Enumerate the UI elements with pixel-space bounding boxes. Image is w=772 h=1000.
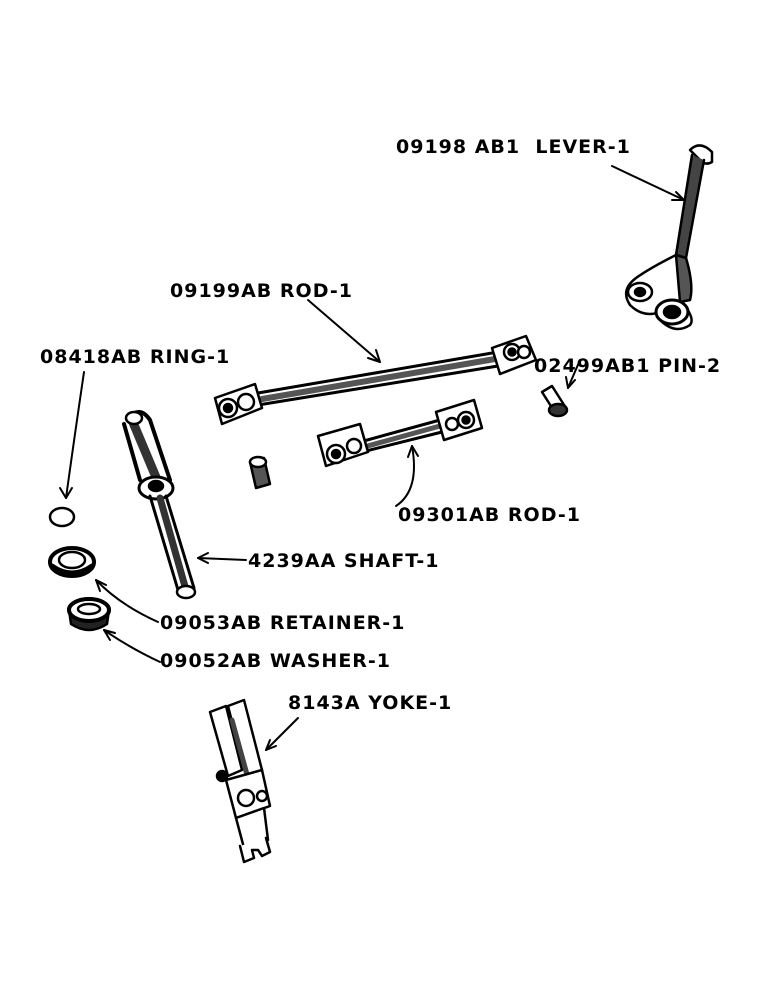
part-name: WASHER-1 [269,650,392,672]
lever-part [624,144,714,331]
part-number: 09301AB [398,504,501,526]
stud-part [248,455,272,490]
pin-part [540,384,569,418]
label-lever: 09198 AB1 LEVER-1 [396,138,631,157]
part-name: RING-1 [149,346,231,368]
yoke-part [208,698,272,864]
shaft-part [122,410,197,600]
part-number: 09199AB [170,280,273,302]
part-number: 4239AA [248,550,337,572]
label-pin: 02499AB1 PIN-2 [534,357,721,376]
part-number: 09198 AB1 [396,136,521,158]
part-name: RETAINER-1 [269,612,406,634]
leader-rod-long [307,299,381,363]
leader-shaft [197,557,247,561]
label-washer: 09052AB WASHER-1 [160,652,391,671]
leader-washer [103,629,161,663]
leader-retainer [95,579,159,623]
label-shaft: 4239AA SHAFT-1 [248,552,439,571]
washer-part [67,597,111,632]
part-name: ROD-1 [279,280,353,302]
rod-short-part [316,398,484,468]
rod-long-part [213,334,538,426]
leader-yoke [265,717,299,751]
leader-pin [567,359,581,389]
leader-lines [59,165,685,751]
part-name: ROD-1 [507,504,581,526]
label-retainer: 09053AB RETAINER-1 [160,614,405,633]
label-yoke: 8143A YOKE-1 [288,694,452,713]
part-name: SHAFT-1 [343,550,440,572]
part-number: 09053AB [160,612,263,634]
part-number: 09052AB [160,650,263,672]
label-ring: 08418AB RING-1 [40,348,230,367]
part-number: 02499AB1 [534,355,651,377]
retainer-part [48,546,96,578]
part-number: 08418AB [40,346,143,368]
part-name: YOKE-1 [368,692,453,714]
label-rod-short: 09301AB ROD-1 [398,506,581,525]
leader-lever [611,165,685,201]
part-name: LEVER-1 [535,136,631,158]
leader-rod-short [395,445,415,507]
part-number: 8143A [288,692,361,714]
leader-ring [65,371,85,499]
label-rod-long: 09199AB ROD-1 [170,282,353,301]
ring-part [48,506,76,528]
part-name: PIN-2 [658,355,722,377]
